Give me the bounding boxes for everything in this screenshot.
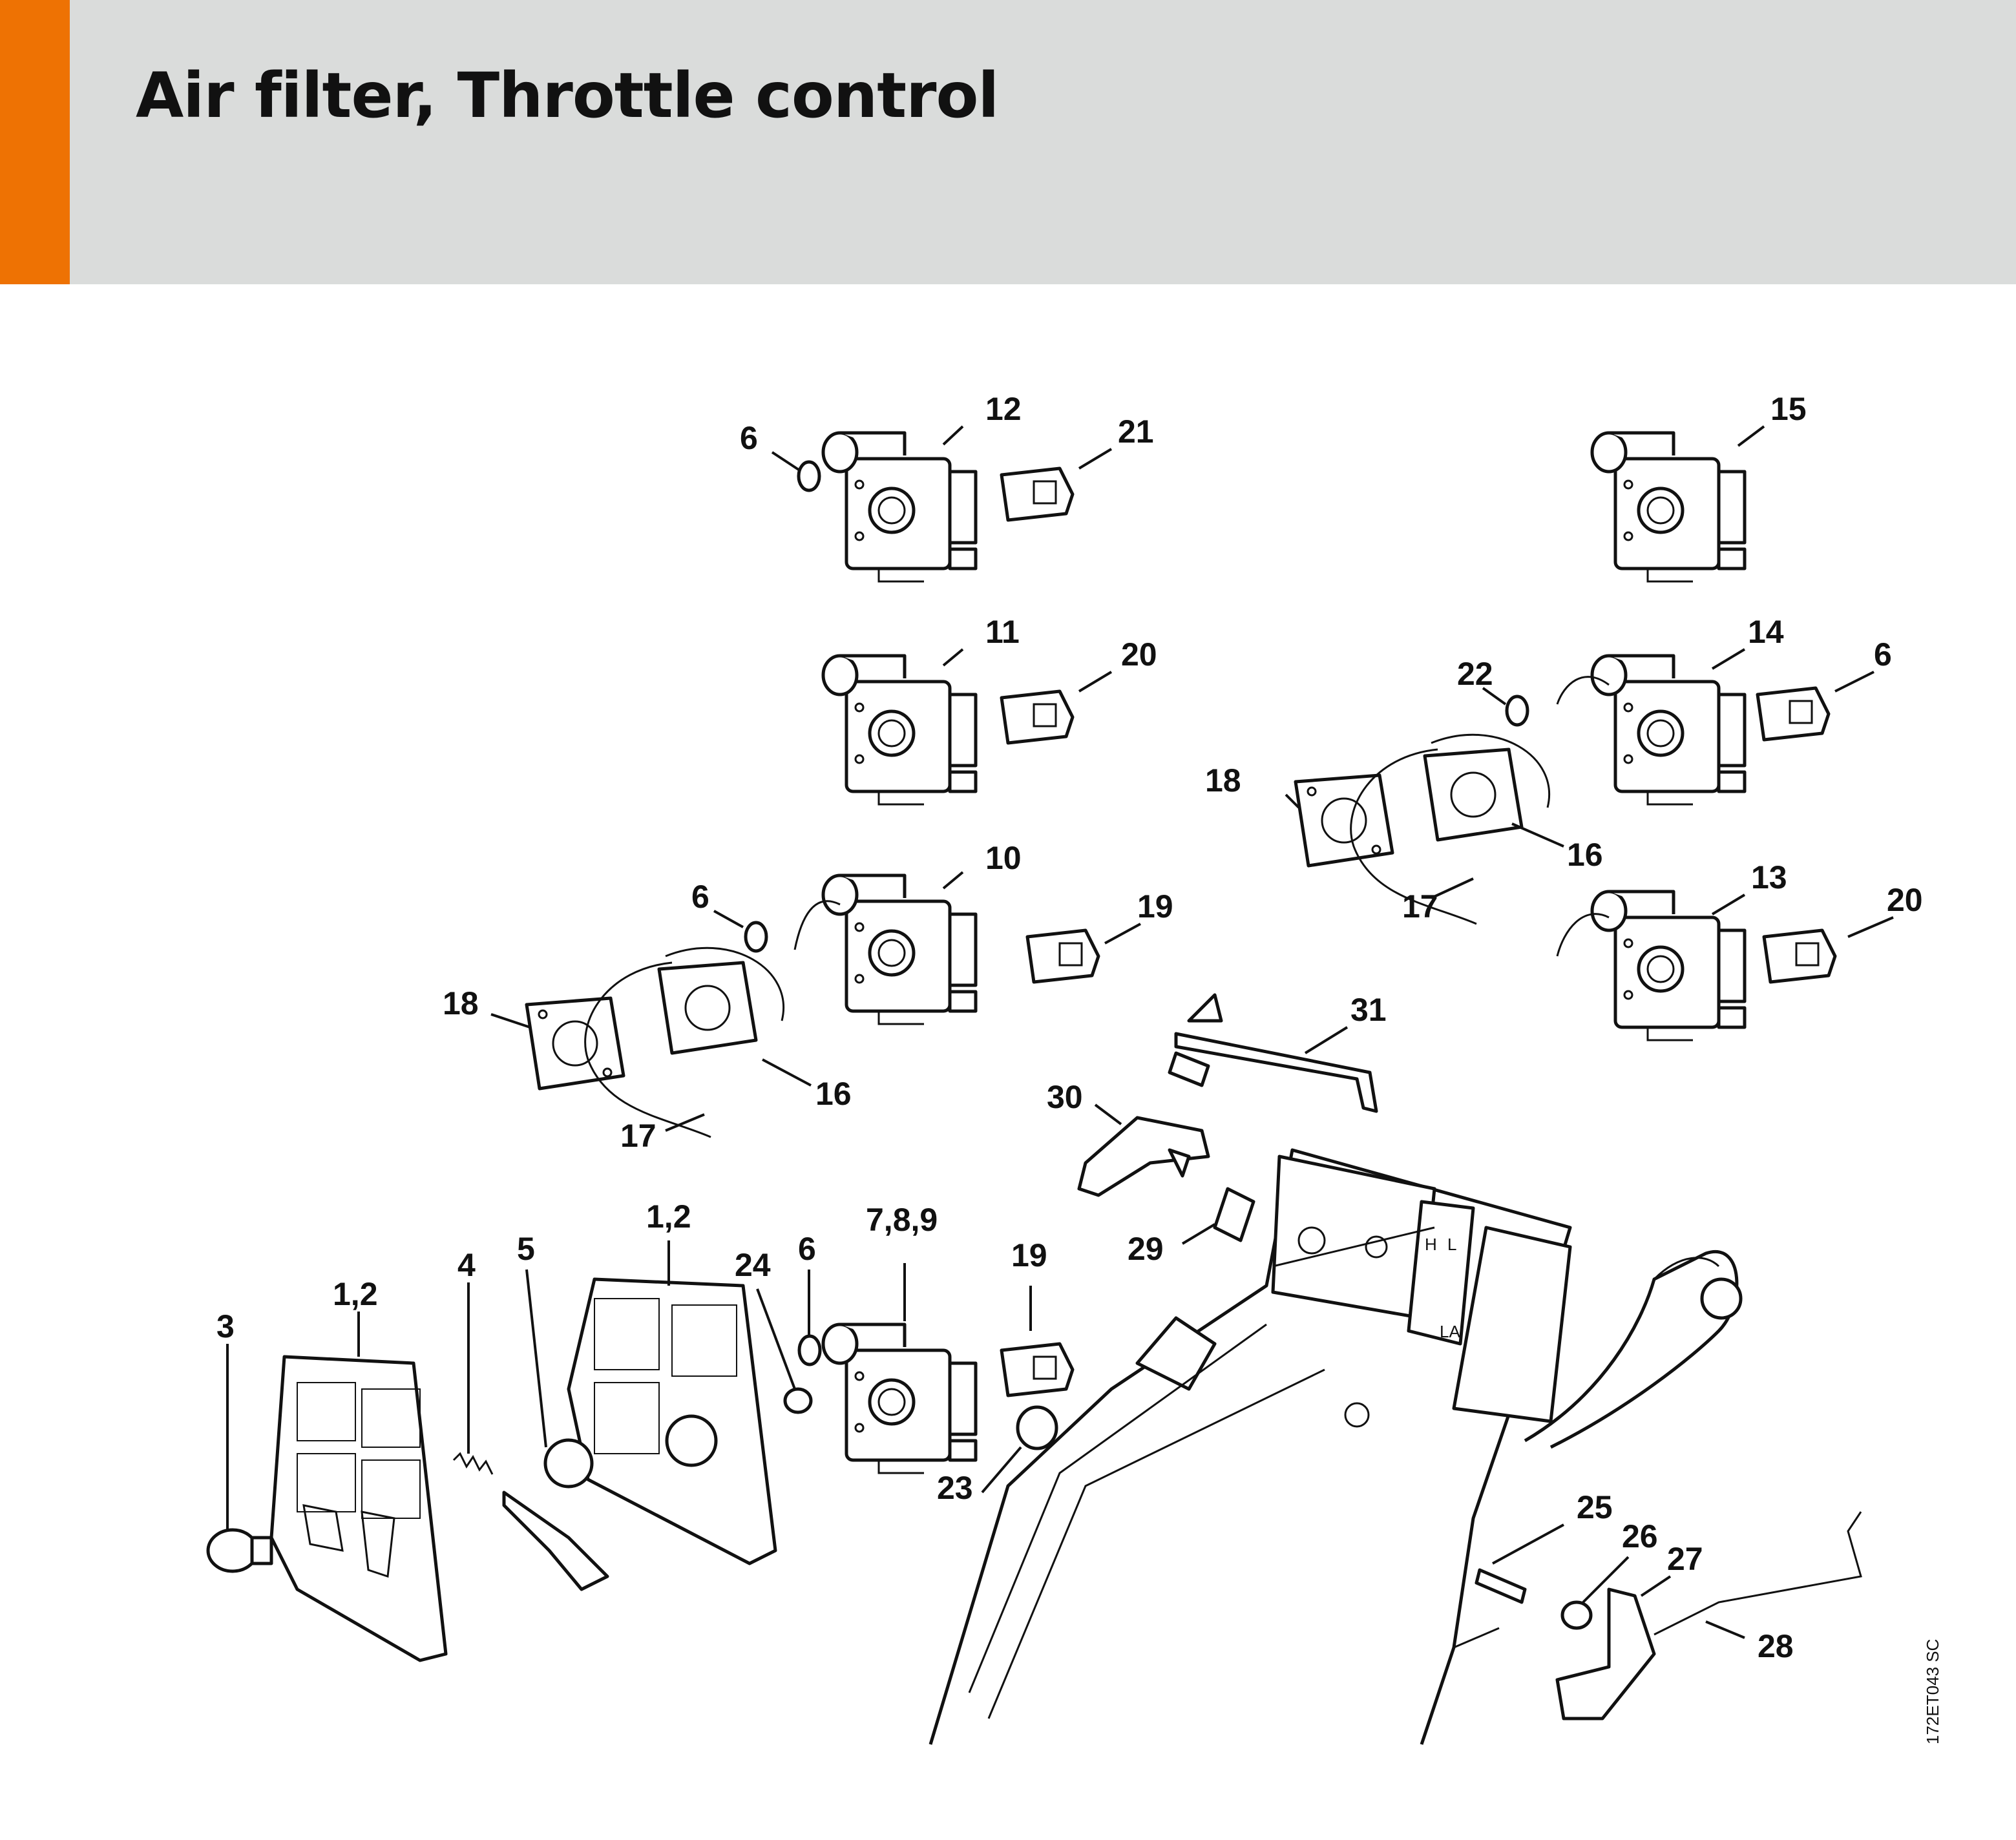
carburetor-12 [823,433,976,581]
carburetor-7-8-9 [823,1324,976,1473]
callout-31: 31 [1350,992,1387,1028]
carburetor-13 [1592,892,1745,1040]
callout-23: 23 [937,1470,973,1506]
callout-6-c: 6 [691,879,709,915]
carburetor-10 [823,875,976,1024]
drawing-code: 172ET043 SC [1923,1639,1942,1744]
cover-21 [1002,468,1073,520]
callout-17-b: 17 [620,1118,656,1154]
callout-30: 30 [1047,1079,1083,1115]
callout-22: 6 [1874,636,1892,673]
carburetor-15 [1592,433,1745,581]
label-la: LA [1440,1322,1460,1341]
callout-15: 15 [1770,391,1807,427]
callout-labels: 12 6 21 15 11 20 14 22 6 18 16 10 6 19 1… [216,391,1923,1664]
callout-20-a: 20 [1121,636,1157,673]
callout-13: 13 [1751,859,1787,895]
cover-22 [1758,688,1829,740]
header-bar: Air filter, Throttle control [0,0,2016,284]
cover-20-right [1764,930,1835,982]
callout-19-b: 19 [1011,1237,1047,1273]
gasket-18-right [1296,775,1392,866]
callout-1-2-a: 1,2 [646,1198,691,1235]
callout-18-b: 18 [443,985,479,1021]
callout-20-b: 20 [1887,882,1923,918]
callout-4: 4 [457,1247,476,1283]
callout-6-b: 22 [1457,656,1493,692]
callout-6-a: 6 [740,420,758,456]
callout-28: 28 [1758,1628,1794,1664]
cover-19 [1027,930,1098,982]
callout-18-a: 18 [1205,762,1241,799]
callout-1-2-b: 1,2 [333,1276,378,1312]
callout-27: 27 [1667,1541,1703,1577]
callout-3: 3 [216,1308,235,1344]
label-h: H [1425,1235,1437,1254]
callout-25: 25 [1577,1489,1613,1525]
callout-10: 10 [985,840,1022,876]
callout-6-d: 6 [798,1231,816,1267]
callout-12: 12 [985,391,1022,427]
carburetor-14 [1592,656,1745,804]
callout-11: 11 [985,614,1020,650]
callout-16-b: 16 [815,1076,852,1112]
callout-14: 14 [1748,614,1784,650]
cover-20 [1002,691,1073,743]
callout-26: 26 [1622,1518,1658,1554]
callout-7-8-9: 7,8,9 [866,1202,938,1238]
cover-19-lower [1002,1344,1073,1396]
gasket-18-left [527,998,624,1089]
carburetor-11 [823,656,976,804]
callout-19-a: 19 [1137,888,1173,925]
label-l: L [1447,1235,1456,1254]
callout-29: 29 [1128,1231,1164,1267]
callout-24: 24 [735,1247,771,1283]
callout-5: 5 [517,1231,535,1267]
header-accent-stripe [0,0,70,284]
page-title: Air filter, Throttle control [136,59,999,132]
callout-21: 21 [1118,413,1154,450]
callout-16-a: 16 [1567,837,1603,873]
callout-17-a: 17 [1402,888,1438,925]
